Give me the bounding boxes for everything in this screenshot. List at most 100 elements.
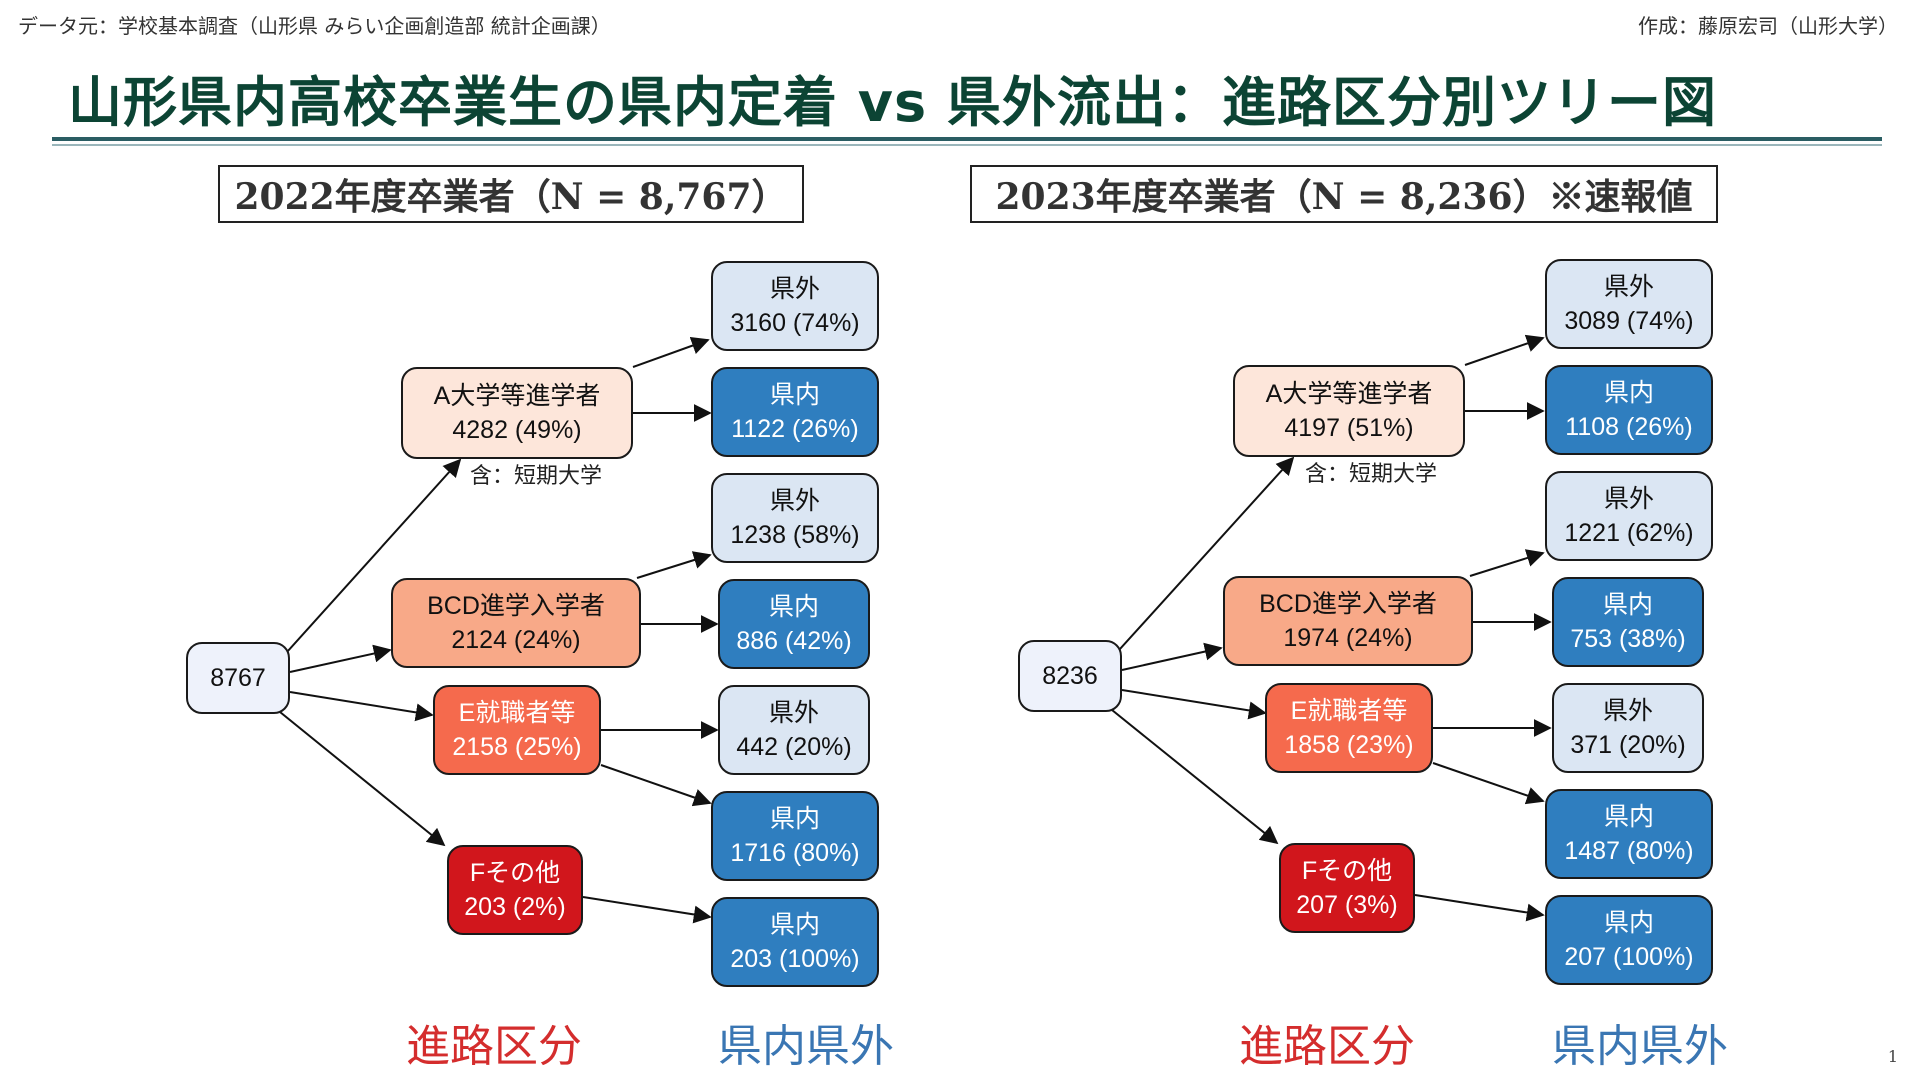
panel-title: 2023年度卒業者（N = 8,236）※速報値 bbox=[970, 165, 1718, 223]
category-node-e: E就職者等 2158 (25%) bbox=[433, 685, 601, 775]
category-label: A大学等進学者 bbox=[433, 382, 601, 410]
category-value: 1974 (24%) bbox=[1283, 624, 1413, 652]
edge-root-bcd bbox=[1121, 642, 1223, 671]
leaf-label: 県内 bbox=[1603, 803, 1654, 831]
category-value: 1858 (23%) bbox=[1284, 731, 1414, 759]
leaf-node-outside: 県外 3089 (74%) bbox=[1545, 259, 1713, 349]
category-value: 4197 (51%) bbox=[1284, 414, 1414, 442]
leaf-node-inside: 県内 886 (42%) bbox=[718, 579, 870, 669]
root-node: 8767 bbox=[186, 642, 290, 714]
edge-root-a bbox=[1109, 456, 1295, 661]
leaf-node-outside: 県外 442 (20%) bbox=[718, 685, 870, 775]
leaf-node-inside: 県内 1108 (26%) bbox=[1545, 365, 1713, 455]
edge-a-out bbox=[1464, 334, 1545, 366]
leaf-node-outside: 県外 371 (20%) bbox=[1552, 683, 1704, 773]
tree-panel-2022: 2022年度卒業者（N = 8,767） 8767 A大学等進学者 4282 (… bbox=[0, 160, 900, 1072]
title-rule bbox=[52, 137, 1882, 141]
root-node: 8236 bbox=[1018, 640, 1122, 712]
leaf-label: 県内 bbox=[1603, 909, 1654, 937]
category-value: 4282 (49%) bbox=[452, 416, 582, 444]
junior-college-note: 含：短期大学 bbox=[1305, 462, 1438, 487]
edge-root-a bbox=[277, 458, 462, 663]
leaf-value: 442 (20%) bbox=[736, 733, 852, 761]
category-value: 203 (2%) bbox=[464, 893, 566, 921]
leaf-label: 県外 bbox=[769, 487, 820, 515]
category-value: 2124 (24%) bbox=[451, 626, 581, 654]
leaf-node-inside: 県内 203 (100%) bbox=[711, 897, 879, 987]
category-node-bcd: BCD進学入学者 1974 (24%) bbox=[1223, 576, 1473, 666]
leaf-label: 県外 bbox=[769, 275, 820, 303]
edge-root-bcd bbox=[289, 644, 392, 673]
category-label: BCD進学入学者 bbox=[1259, 590, 1437, 618]
leaf-label: 県内 bbox=[769, 805, 820, 833]
category-node-a: A大学等進学者 4197 (51%) bbox=[1233, 365, 1465, 457]
category-label: E就職者等 bbox=[458, 699, 576, 727]
legend-location: 県内県外 bbox=[1552, 1021, 1728, 1072]
tree-edges bbox=[277, 337, 719, 924]
leaf-node-inside: 県内 1716 (80%) bbox=[711, 791, 879, 881]
category-value: 2158 (25%) bbox=[452, 733, 582, 761]
edge-bcd-out bbox=[636, 551, 712, 579]
edge-root-e bbox=[289, 691, 434, 722]
leaf-value: 371 (20%) bbox=[1570, 731, 1686, 759]
tree-panel-2023: 2023年度卒業者（N = 8,236）※速報値 8236 A大学等進学者 41… bbox=[830, 160, 1730, 1072]
root-total: 8767 bbox=[210, 664, 266, 692]
category-node-e: E就職者等 1858 (23%) bbox=[1265, 683, 1433, 773]
leaf-label: 県内 bbox=[1602, 591, 1653, 619]
category-node-bcd: BCD進学入学者 2124 (24%) bbox=[391, 578, 641, 668]
leaf-label: 県外 bbox=[1602, 697, 1653, 725]
category-label: Fその他 bbox=[1301, 857, 1393, 885]
page-title: 山形県内高校卒業生の県内定着 vs 県外流出：進路区分別ツリー図 bbox=[68, 71, 1717, 134]
leaf-label: 県内 bbox=[769, 381, 820, 409]
leaf-value: 1221 (62%) bbox=[1564, 519, 1694, 547]
edge-e-in bbox=[1432, 762, 1545, 805]
leaf-label: 県外 bbox=[768, 699, 819, 727]
leaf-node-outside: 県外 1221 (62%) bbox=[1545, 471, 1713, 561]
category-label: E就職者等 bbox=[1290, 697, 1408, 725]
leaf-node-inside: 県内 1487 (80%) bbox=[1545, 789, 1713, 879]
edge-a-out bbox=[632, 337, 710, 368]
leaf-value: 3160 (74%) bbox=[730, 309, 860, 337]
author-credit: 作成：藤原宏司（山形大学） bbox=[1638, 14, 1898, 38]
leaf-value: 1487 (80%) bbox=[1564, 837, 1694, 865]
edge-root-f bbox=[1111, 709, 1279, 845]
legend-location: 県内県外 bbox=[718, 1021, 894, 1072]
tree-edges bbox=[1109, 334, 1552, 922]
junior-college-note: 含：短期大学 bbox=[470, 464, 603, 489]
leaf-value: 1716 (80%) bbox=[730, 839, 860, 867]
leaf-label: 県外 bbox=[1603, 273, 1654, 301]
legend-category: 進路区分 bbox=[1239, 1021, 1415, 1072]
edge-bcd-out bbox=[1469, 549, 1545, 577]
leaf-node-outside: 県外 3160 (74%) bbox=[711, 261, 879, 351]
leaf-value: 1108 (26%) bbox=[1565, 413, 1693, 441]
panel-title: 2022年度卒業者（N = 8,767） bbox=[218, 165, 804, 223]
legend-category: 進路区分 bbox=[406, 1021, 582, 1072]
leaf-node-inside: 県内 1122 (26%) bbox=[711, 367, 879, 457]
leaf-value: 1122 (26%) bbox=[731, 415, 859, 443]
root-total: 8236 bbox=[1042, 662, 1098, 690]
leaf-node-inside: 県内 753 (38%) bbox=[1552, 577, 1704, 667]
leaf-value: 753 (38%) bbox=[1570, 625, 1686, 653]
leaf-value: 886 (42%) bbox=[736, 627, 852, 655]
leaf-value: 3089 (74%) bbox=[1564, 307, 1694, 335]
edge-root-e bbox=[1121, 689, 1267, 720]
leaf-label: 県内 bbox=[768, 593, 819, 621]
category-label: Fその他 bbox=[469, 859, 561, 887]
leaf-value: 203 (100%) bbox=[730, 945, 860, 973]
leaf-label: 県内 bbox=[1603, 379, 1654, 407]
category-node-f: Fその他 207 (3%) bbox=[1279, 843, 1415, 933]
title-rule-thin bbox=[52, 144, 1882, 146]
category-node-a: A大学等進学者 4282 (49%) bbox=[401, 367, 633, 459]
edge-root-f bbox=[279, 711, 446, 847]
leaf-value: 207 (100%) bbox=[1564, 943, 1694, 971]
leaf-node-inside: 県内 207 (100%) bbox=[1545, 895, 1713, 985]
edge-e-in bbox=[600, 764, 712, 807]
leaf-value: 1238 (58%) bbox=[730, 521, 860, 549]
edge-f-in bbox=[582, 896, 712, 924]
page-number: 1 bbox=[1887, 1047, 1898, 1066]
data-source-note: データ元：学校基本調査（山形県 みらい企画創造部 統計企画課） bbox=[18, 14, 611, 38]
edge-f-in bbox=[1414, 894, 1545, 922]
leaf-label: 県外 bbox=[1603, 485, 1654, 513]
category-label: A大学等進学者 bbox=[1265, 380, 1433, 408]
category-value: 207 (3%) bbox=[1296, 891, 1398, 919]
